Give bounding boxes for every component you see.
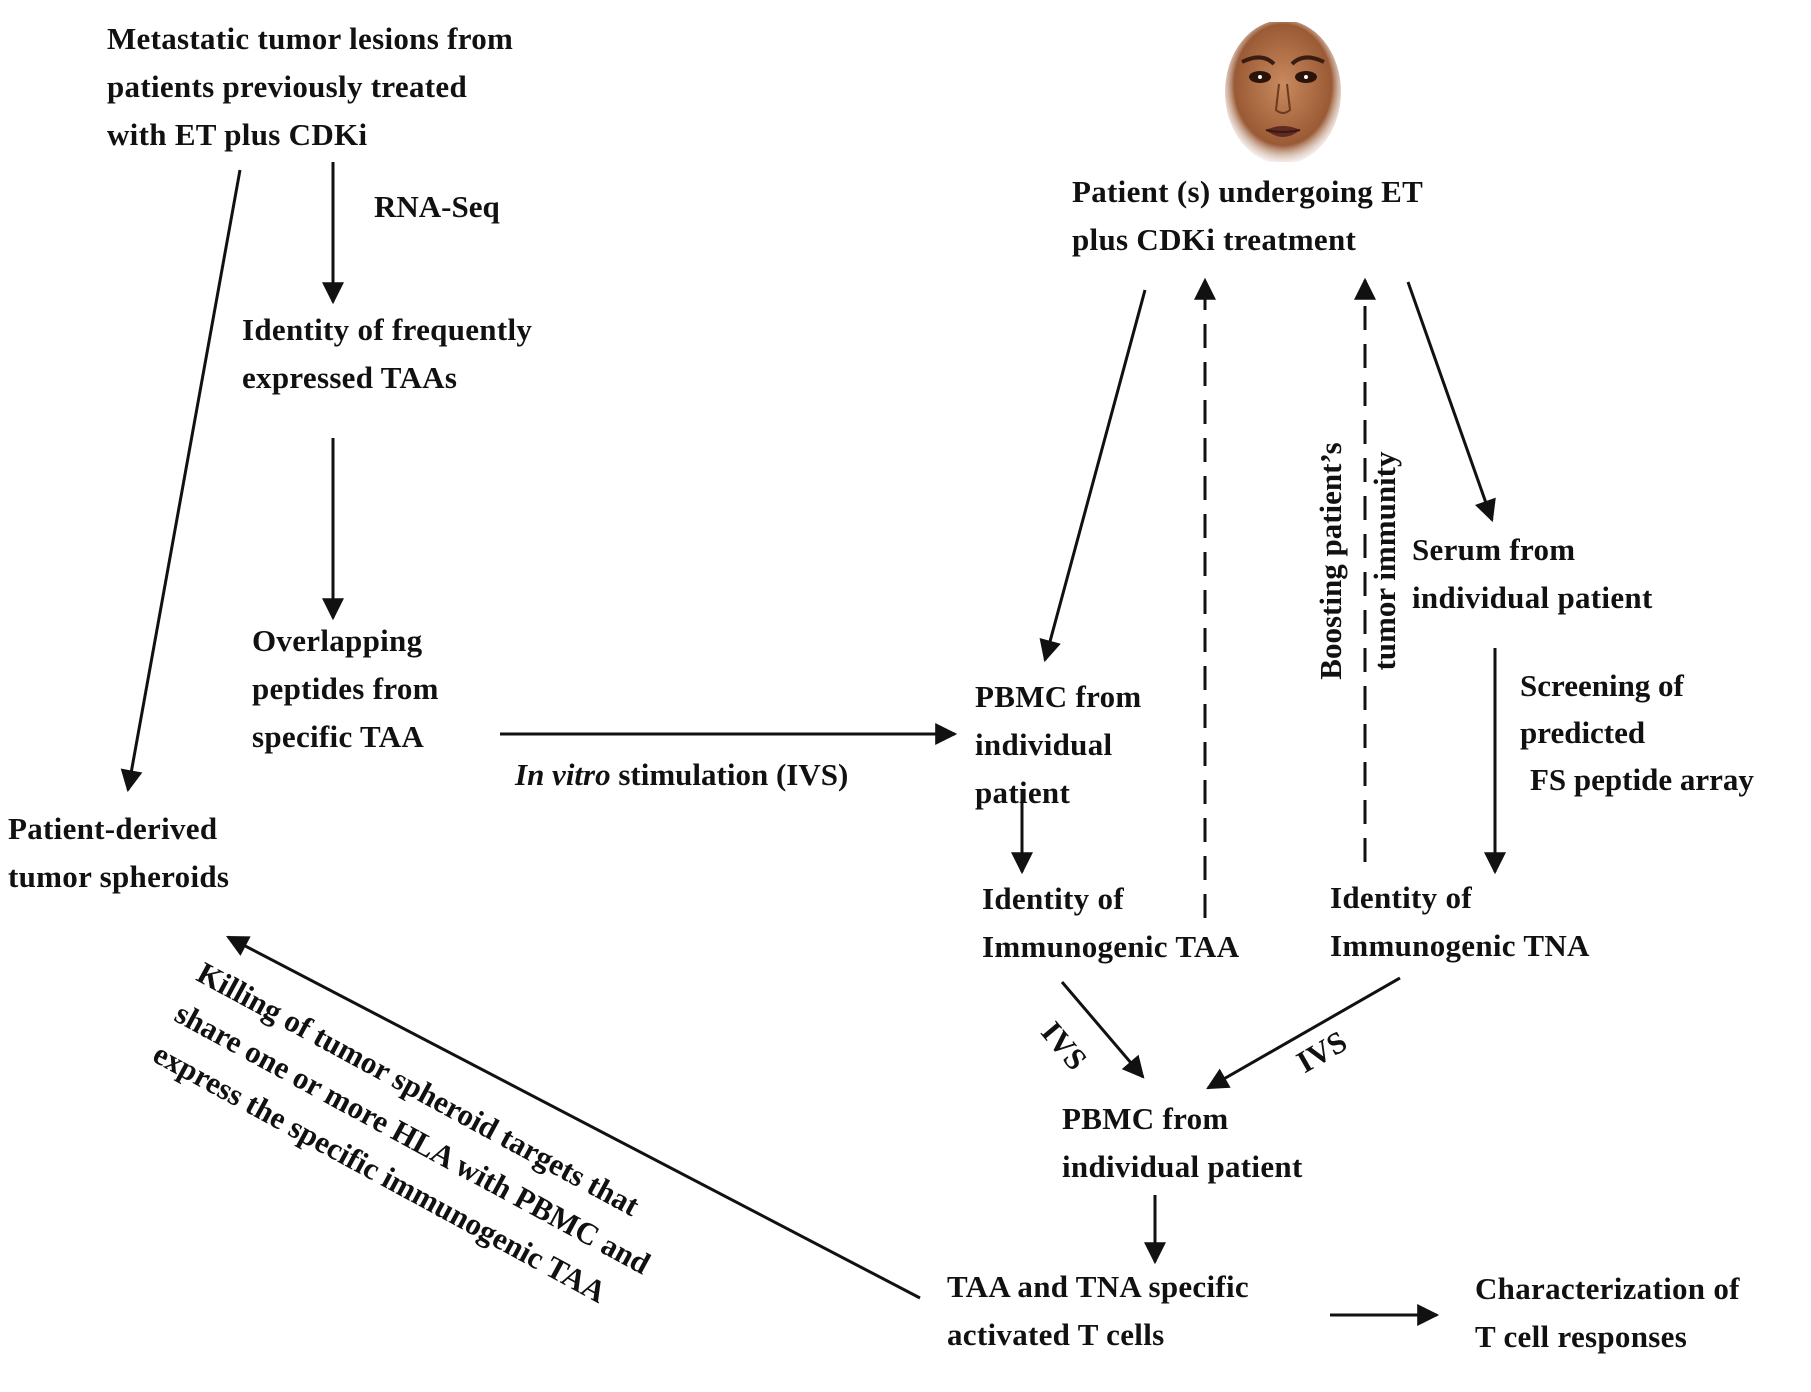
- boosting-line-2: tumor immunity: [1367, 451, 1402, 671]
- patient-treatment-node: Patient (s) undergoing ET plus CDKi trea…: [1072, 168, 1423, 264]
- pbmc1-line-3: patient: [975, 775, 1071, 810]
- pbmc-node-2: PBMC from individual patient: [1062, 1095, 1303, 1191]
- identity-taas-line-1: Identity of frequently: [242, 312, 533, 347]
- screening-line-2: predicted: [1520, 715, 1646, 750]
- pbmc2-line-2: individual patient: [1062, 1149, 1303, 1184]
- screening-line-3: FS peptide array: [1530, 762, 1754, 797]
- arrow-identity-taa-to-pbmc2: [1060, 981, 1145, 1079]
- patient-line-1: Patient (s) undergoing ET: [1072, 174, 1424, 209]
- metastatic-line-2: patients previously treated: [107, 69, 467, 104]
- activated-line-1: TAA and TNA specific: [947, 1269, 1249, 1304]
- serum-line-1: Serum from: [1412, 532, 1576, 567]
- screening-line-1: Screening of: [1520, 668, 1684, 703]
- metastatic-line-3: with ET plus CDKi: [107, 117, 368, 152]
- identity-tna-line-2: Immunogenic TNA: [1330, 928, 1590, 963]
- patient-line-2: plus CDKi treatment: [1072, 222, 1357, 257]
- serum-line-2: individual patient: [1412, 580, 1653, 615]
- rna-seq-label: RNA-Seq: [374, 189, 500, 224]
- identity-tna-line-1: Identity of: [1330, 880, 1472, 915]
- pbmc-node-1: PBMC from individual patient: [975, 673, 1142, 817]
- overlapping-line-3: specific TAA: [252, 719, 425, 754]
- patient-derived-spheroids-node: Patient-derived tumor spheroids: [8, 805, 229, 901]
- characterization-line-2: T cell responses: [1475, 1319, 1688, 1354]
- activated-t-cells-node: TAA and TNA specific activated T cells: [947, 1263, 1249, 1359]
- identity-taa-line-1: Identity of: [982, 881, 1124, 916]
- characterization-line-1: Characterization of: [1475, 1271, 1740, 1306]
- metastatic-line-1: Metastatic tumor lesions from: [107, 21, 514, 56]
- arrow-killing-to-spheroids: [226, 935, 921, 1300]
- identity-frequent-taas-node: Identity of frequently expressed TAAs: [242, 306, 532, 402]
- identity-taa-line-2: Immunogenic TAA: [982, 929, 1240, 964]
- in-vitro-italic: In vitro: [515, 757, 611, 792]
- spheroids-line-1: Patient-derived: [8, 811, 218, 846]
- spheroids-line-2: tumor spheroids: [8, 859, 230, 894]
- serum-node: Serum from individual patient: [1412, 526, 1653, 622]
- stimulation-text: stimulation (IVS): [610, 757, 849, 792]
- characterization-node: Characterization of T cell responses: [1475, 1265, 1740, 1361]
- boosting-line-1: Boosting patient’s: [1313, 442, 1348, 680]
- arrow-identity-tna-to-pbmc2: [1206, 976, 1401, 1090]
- activated-line-2: activated T cells: [947, 1317, 1165, 1352]
- pbmc1-line-1: PBMC from: [975, 679, 1142, 714]
- arrow-metastatic-to-spheroids: [120, 169, 242, 793]
- boosting-immunity-label: Boosting patient’s tumor immunity: [1304, 411, 1412, 711]
- metastatic-lesions-node: Metastatic tumor lesions from patients p…: [107, 15, 513, 159]
- patient-face-icon: [1225, 22, 1341, 162]
- in-vitro-stimulation-label: In vitro stimulation (IVS): [515, 751, 848, 799]
- pbmc1-line-2: individual: [975, 727, 1113, 762]
- screening-label: Screening of predicted FS peptide array: [1520, 662, 1754, 803]
- arrow-patient-to-pbmc: [1039, 289, 1147, 663]
- identity-immunogenic-tna-node: Identity of Immunogenic TNA: [1330, 874, 1590, 970]
- pbmc2-line-1: PBMC from: [1062, 1101, 1229, 1136]
- overlapping-line-1: Overlapping: [252, 623, 423, 658]
- arrow-patient-to-serum: [1406, 281, 1496, 523]
- overlapping-line-2: peptides from: [252, 671, 439, 706]
- identity-immunogenic-taa-node: Identity of Immunogenic TAA: [982, 875, 1239, 971]
- identity-taas-line-2: expressed TAAs: [242, 360, 458, 395]
- overlapping-peptides-node: Overlapping peptides from specific TAA: [252, 617, 439, 761]
